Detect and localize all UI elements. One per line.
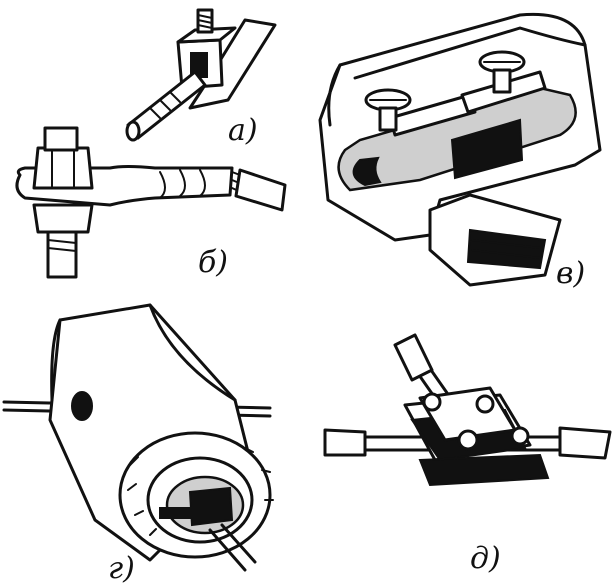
ring-lug-b — [15, 126, 287, 279]
label-a: а) — [228, 113, 258, 148]
splice-housing-g — [2, 303, 274, 572]
label-b: б) — [198, 245, 228, 280]
terminal-clamp-a — [125, 8, 277, 142]
tap-clamp-d — [323, 333, 612, 487]
label-d: д) — [470, 541, 501, 576]
busbar-clamp-v — [318, 12, 602, 287]
label-g: г) — [108, 551, 135, 585]
label-v: в) — [556, 256, 585, 291]
